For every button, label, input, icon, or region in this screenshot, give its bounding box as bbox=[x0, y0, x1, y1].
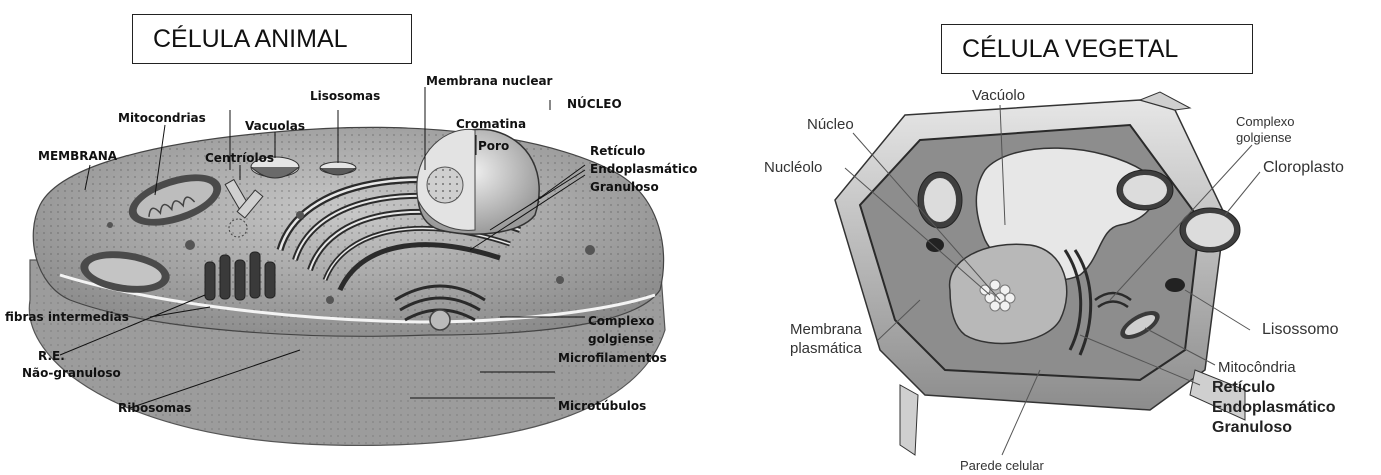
label-re-2: Não-granuloso bbox=[22, 366, 121, 380]
label-nucleo: NÚCLEO bbox=[567, 96, 622, 111]
label-membrana-nuclear: Membrana nuclear bbox=[426, 74, 553, 88]
label-reticulo-3: Granuloso bbox=[590, 180, 659, 194]
plant-lysosome-2 bbox=[926, 238, 944, 252]
plant-lysosome bbox=[1165, 278, 1185, 292]
plant-chloroplast bbox=[1180, 208, 1240, 252]
label-re-1: R.E. bbox=[38, 349, 65, 363]
label-cromatina: Cromatina bbox=[456, 117, 526, 131]
plant-chloroplast-2 bbox=[1117, 170, 1173, 210]
label-lisossomo: Lisossomo bbox=[1262, 321, 1339, 338]
plant-nucleus bbox=[950, 244, 1067, 343]
label-fibras: fibras intermedias bbox=[5, 310, 129, 324]
label-membrana-plasmatica-2: plasmática bbox=[790, 340, 862, 357]
plant-cell-illustration bbox=[835, 92, 1245, 455]
plant-wall-flap-left bbox=[900, 385, 918, 455]
label-centriolos: Centríolos bbox=[205, 151, 274, 165]
label-complexo-2: golgiense bbox=[588, 332, 654, 346]
label-vacuolas: Vacuolas bbox=[245, 119, 305, 133]
label-complexo-vegetal-2: golgiense bbox=[1236, 130, 1292, 145]
label-reticulo-vegetal-2: Endoplasmático bbox=[1212, 399, 1336, 416]
animal-cell-illustration bbox=[29, 127, 665, 445]
label-poro: Poro bbox=[478, 139, 509, 153]
label-reticulo-2: Endoplasmático bbox=[590, 162, 697, 176]
label-complexo-vegetal-1: Complexo bbox=[1236, 114, 1295, 129]
label-parede-celular: Parede celular bbox=[960, 458, 1044, 473]
label-lisosomas: Lisosomas bbox=[310, 89, 380, 103]
label-nucleolo: Nucléolo bbox=[764, 159, 822, 176]
label-reticulo-1: Retículo bbox=[590, 144, 645, 158]
label-membrana-plasmatica-1: Membrana bbox=[790, 321, 862, 338]
label-mitocondrias: Mitocondrias bbox=[118, 111, 206, 125]
label-reticulo-vegetal-3: Granuloso bbox=[1212, 419, 1292, 436]
label-microtubulos: Microtúbulos bbox=[558, 399, 646, 413]
label-complexo-1: Complexo bbox=[588, 314, 654, 328]
label-membrana: MEMBRANA bbox=[38, 149, 118, 163]
label-reticulo-vegetal-1: Retículo bbox=[1212, 379, 1275, 396]
label-ribosomas: Ribosomas bbox=[118, 401, 191, 415]
label-nucleo-vegetal: Núcleo bbox=[807, 116, 854, 133]
plant-chloroplast-3 bbox=[918, 172, 962, 228]
label-cloroplasto: Cloroplasto bbox=[1263, 159, 1344, 176]
label-mitocondria: Mitocôndria bbox=[1218, 359, 1296, 376]
label-vacuolo: Vacúolo bbox=[972, 87, 1025, 104]
label-microfilamentos: Microfilamentos bbox=[558, 351, 667, 365]
